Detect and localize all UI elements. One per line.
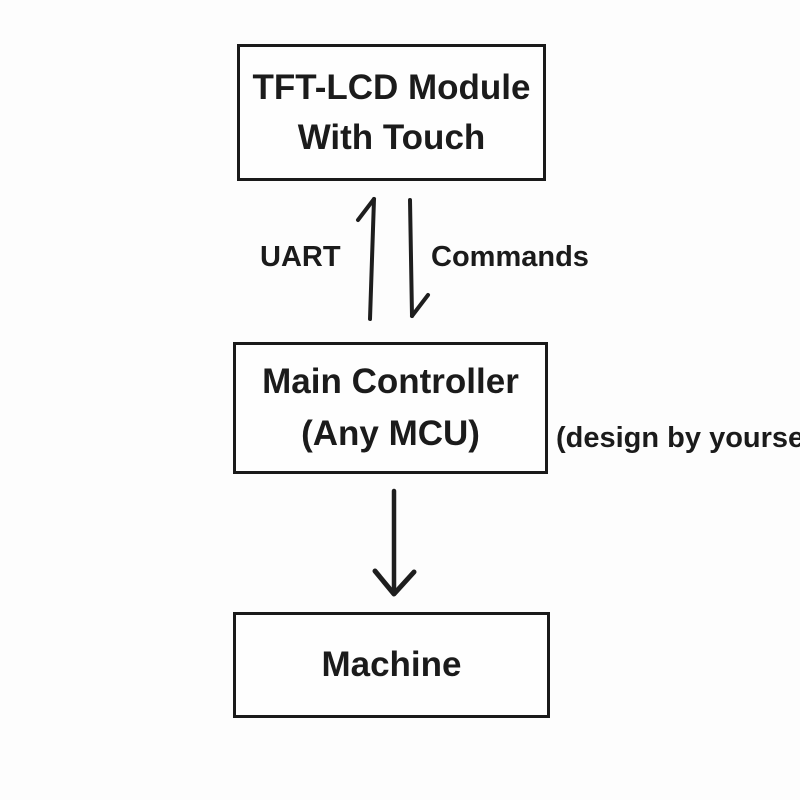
- uart-up-arrow: [356, 197, 376, 321]
- node-mcu-label-line1: Main Controller: [262, 362, 519, 401]
- node-machine-label: Machine: [321, 645, 462, 684]
- mcu-to-machine-arrow: [372, 488, 417, 597]
- commands-edge-label: Commands: [431, 241, 589, 273]
- node-mcu-label-line2: (Any MCU): [301, 414, 480, 453]
- design-by-yourself-note: (design by yourself): [556, 422, 800, 454]
- uart-edge-label: UART: [260, 241, 341, 273]
- node-main-controller: Main Controller (Any MCU): [233, 342, 548, 474]
- node-tft-lcd-module: TFT-LCD Module With Touch: [237, 44, 546, 181]
- node-machine: Machine: [233, 612, 550, 718]
- commands-down-arrow: [408, 198, 430, 318]
- node-tft-label-line2: With Touch: [297, 117, 486, 157]
- node-tft-label-line1: TFT-LCD Module: [252, 67, 531, 107]
